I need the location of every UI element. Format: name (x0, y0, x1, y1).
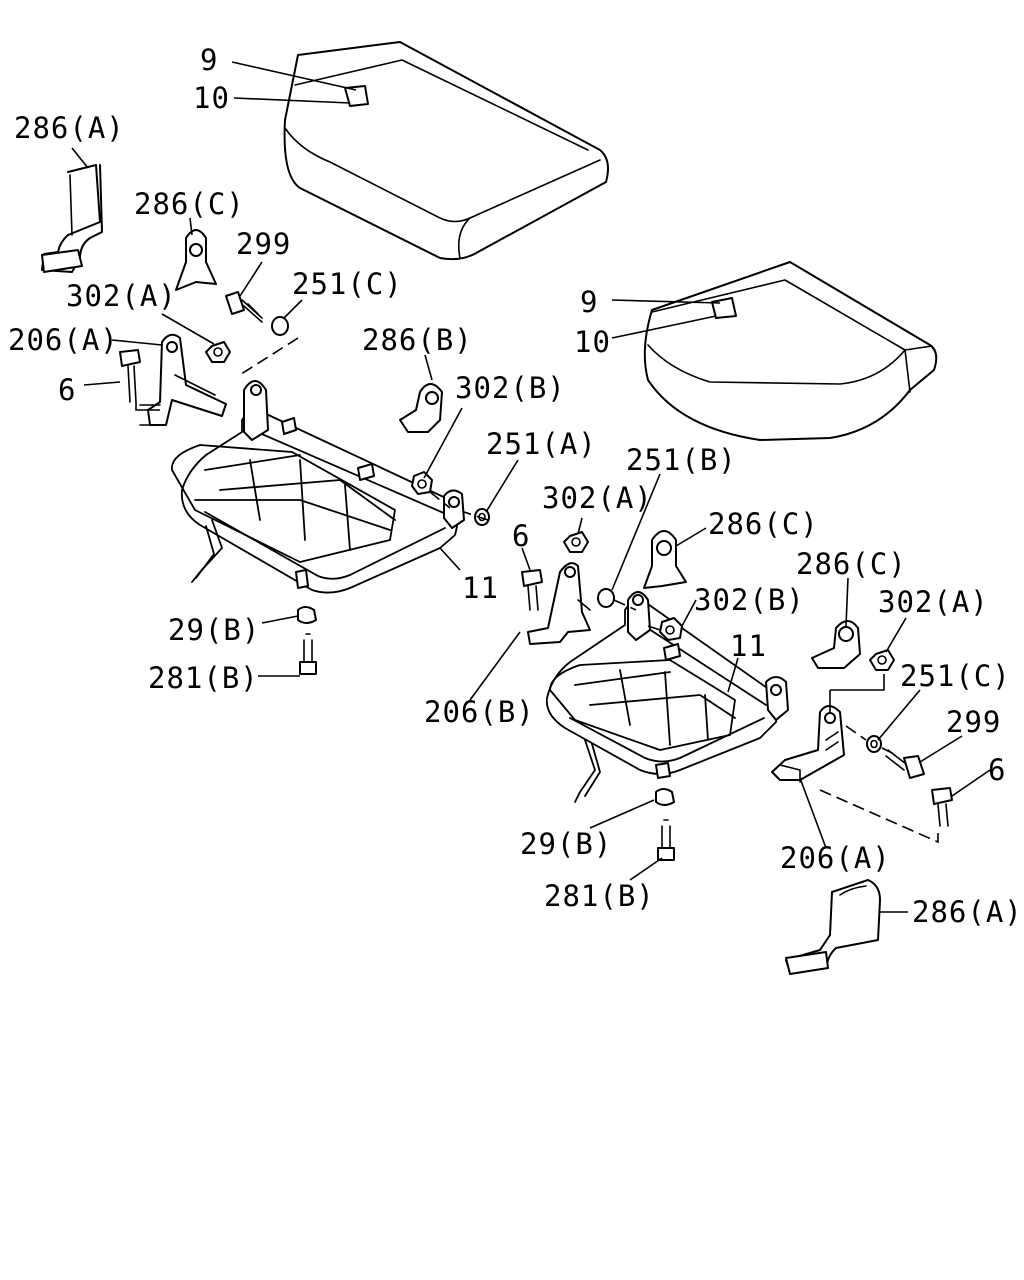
left-hinge-bracket (139, 333, 227, 426)
callout-251c-right: 251(C) (900, 659, 1011, 693)
callout-10-upper: 10 (193, 81, 230, 115)
callout-286a-right: 286(A) (912, 895, 1023, 929)
left-hardware (119, 291, 490, 675)
callout-302a-right: 302(A) (878, 585, 989, 619)
callout-251c-left: 251(C) (292, 267, 403, 301)
callout-206b-right: 206(B) (424, 695, 535, 729)
callout-6-center: 6 (512, 519, 530, 553)
right-cap-c-top (643, 530, 687, 589)
callout-251a-left: 251(A) (486, 427, 597, 461)
assembly-guides (135, 337, 939, 844)
callout-9-upper: 9 (200, 43, 218, 77)
callout-299-right: 299 (946, 705, 1001, 739)
callout-281b-right: 281(B) (544, 879, 655, 913)
left-cap-b (399, 383, 443, 433)
callout-206a-right: 206(A) (780, 841, 891, 875)
upper-seat-cushion (283, 41, 609, 261)
callout-286a-left: 286(A) (14, 111, 125, 145)
callout-29b-right: 29(B) (520, 827, 612, 861)
callout-286c-right: 286(C) (796, 547, 907, 581)
lower-seat-cushion (643, 261, 938, 441)
callout-302a-center: 302(A) (542, 481, 653, 515)
callout-11-left: 11 (462, 571, 499, 605)
callout-302b-right: 302(B) (694, 583, 805, 617)
callout-10-lower: 10 (574, 325, 611, 359)
callout-29b-left: 29(B) (168, 613, 260, 647)
left-cap-c (175, 229, 217, 291)
callout-281b-left: 281(B) (148, 661, 259, 695)
callout-299-left: 299 (236, 227, 291, 261)
callout-labels: 9 10 286(A) 286(C) 299 251(C) 302(A) 206… (8, 43, 1023, 929)
callout-302b-left: 302(B) (455, 371, 566, 405)
right-seat-frame (545, 591, 789, 803)
callout-286c-left: 286(C) (134, 187, 245, 221)
callout-286b-left: 286(B) (362, 323, 473, 357)
left-seat-frame (171, 380, 465, 594)
left-side-cover-a (41, 164, 103, 273)
right-side-cover-a (785, 879, 881, 975)
callout-302a-left: 302(A) (66, 279, 177, 313)
callout-6-right: 6 (988, 753, 1006, 787)
leader-lines (71, 61, 991, 913)
callout-286c-top-right: 286(C) (708, 507, 819, 541)
callout-6-left: 6 (58, 373, 76, 407)
callout-9-lower: 9 (580, 285, 598, 319)
callout-206a-left: 206(A) (8, 323, 119, 357)
right-cap-c (811, 620, 861, 669)
right-hardware (521, 531, 953, 861)
right-center-bracket (527, 562, 591, 645)
callout-251b-right: 251(B) (626, 443, 737, 477)
callout-11-right: 11 (730, 629, 767, 663)
right-hinge-bracket (771, 705, 845, 783)
